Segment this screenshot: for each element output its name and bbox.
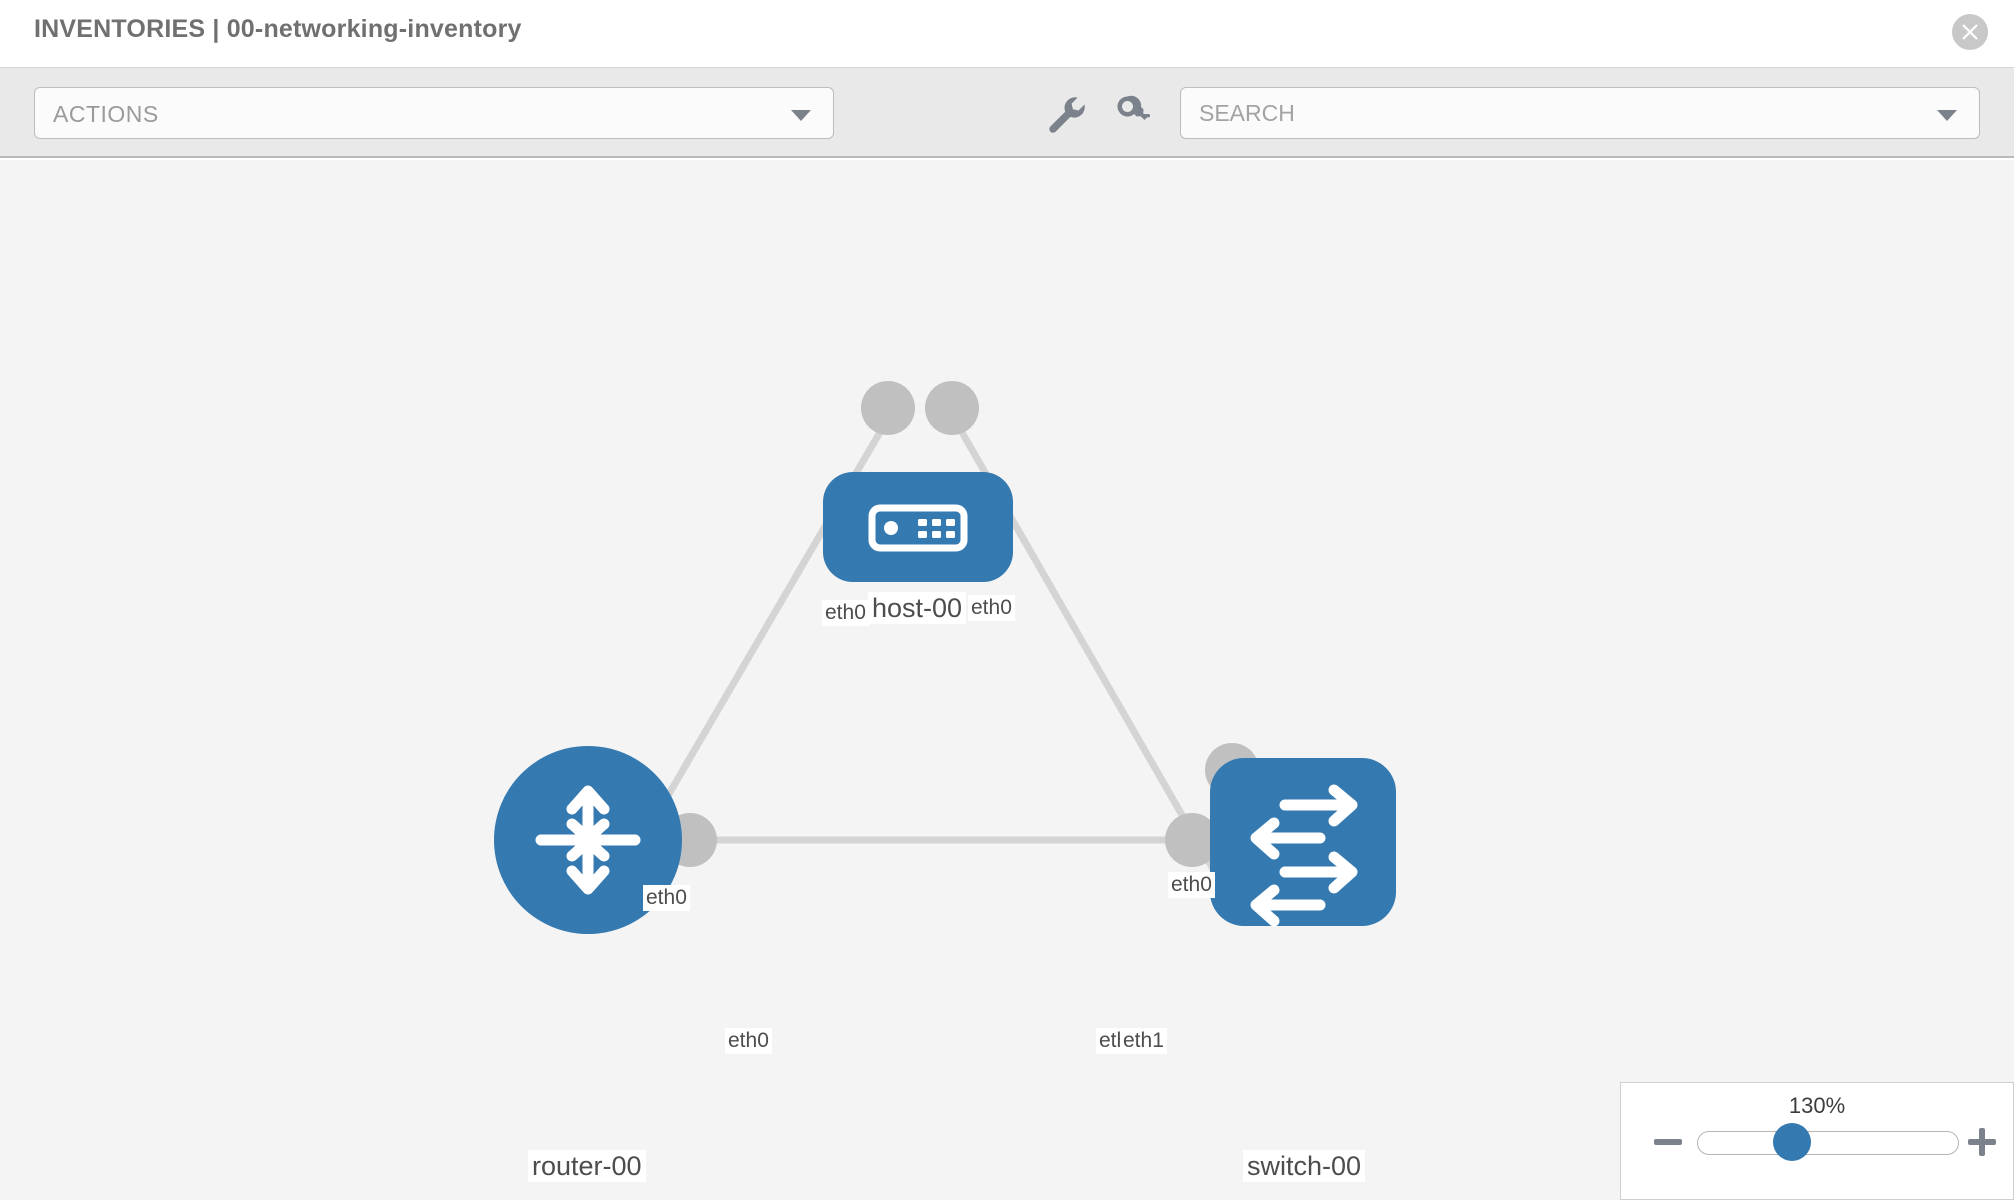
iface-label-host00-eth0-right: eth0 xyxy=(968,595,1015,621)
switch-arrows-icon xyxy=(1250,784,1358,927)
zoom-slider[interactable] xyxy=(1697,1131,1959,1155)
plus-icon[interactable] xyxy=(1965,1125,1999,1159)
topology-interface-stubs xyxy=(663,381,1259,867)
search-input[interactable] xyxy=(1197,88,1917,138)
node-host-00[interactable] xyxy=(823,472,1013,582)
chevron-down-icon xyxy=(791,110,811,121)
node-switch-00[interactable] xyxy=(1210,758,1396,927)
wrench-icon[interactable] xyxy=(1040,88,1090,138)
iface-label-switch00-eth1: eth1 xyxy=(1120,1028,1167,1054)
node-label-switch-00: switch-00 xyxy=(1243,1150,1366,1183)
toolbar: ACTIONS xyxy=(0,68,2014,158)
iface-label-switch00-eth0-uplink: eth0 xyxy=(1168,872,1215,898)
topology-canvas[interactable]: eth0 eth0 eth0 eth0 eth0 eth0 eth1 host-… xyxy=(0,160,2014,1200)
node-label-router-00: router-00 xyxy=(528,1150,646,1183)
close-icon[interactable] xyxy=(1952,14,1988,50)
iface-stub-host00-left[interactable] xyxy=(861,381,915,435)
key-icon[interactable] xyxy=(1108,88,1158,138)
zoom-slider-thumb[interactable] xyxy=(1773,1123,1811,1161)
page-title: INVENTORIES | 00-networking-inventory xyxy=(34,15,522,43)
zoom-panel: 130% xyxy=(1620,1082,2014,1200)
iface-stub-switch00-eth1[interactable] xyxy=(1165,813,1219,867)
actions-dropdown-label: ACTIONS xyxy=(53,101,159,127)
page-header: INVENTORIES | 00-networking-inventory xyxy=(0,0,2014,68)
router-arrows-icon xyxy=(535,785,641,895)
search-box[interactable] xyxy=(1180,87,1980,139)
server-icon xyxy=(868,504,968,552)
topology-graph xyxy=(494,381,1396,934)
actions-dropdown[interactable]: ACTIONS xyxy=(34,87,834,139)
node-router-00[interactable] xyxy=(494,746,682,934)
node-host00-shape[interactable] xyxy=(823,472,1013,582)
search-chevron-down-icon[interactable] xyxy=(1937,110,1957,121)
iface-label-router00-eth0-uplink: eth0 xyxy=(643,885,690,911)
minus-icon[interactable] xyxy=(1651,1125,1685,1159)
iface-stub-host00-right[interactable] xyxy=(925,381,979,435)
iface-label-router00-eth0: eth0 xyxy=(725,1028,772,1054)
iface-label-host00-eth0-left: eth0 xyxy=(822,600,869,626)
zoom-level-label: 130% xyxy=(1788,1093,1846,1118)
node-label-host-00: host-00 xyxy=(868,592,967,625)
